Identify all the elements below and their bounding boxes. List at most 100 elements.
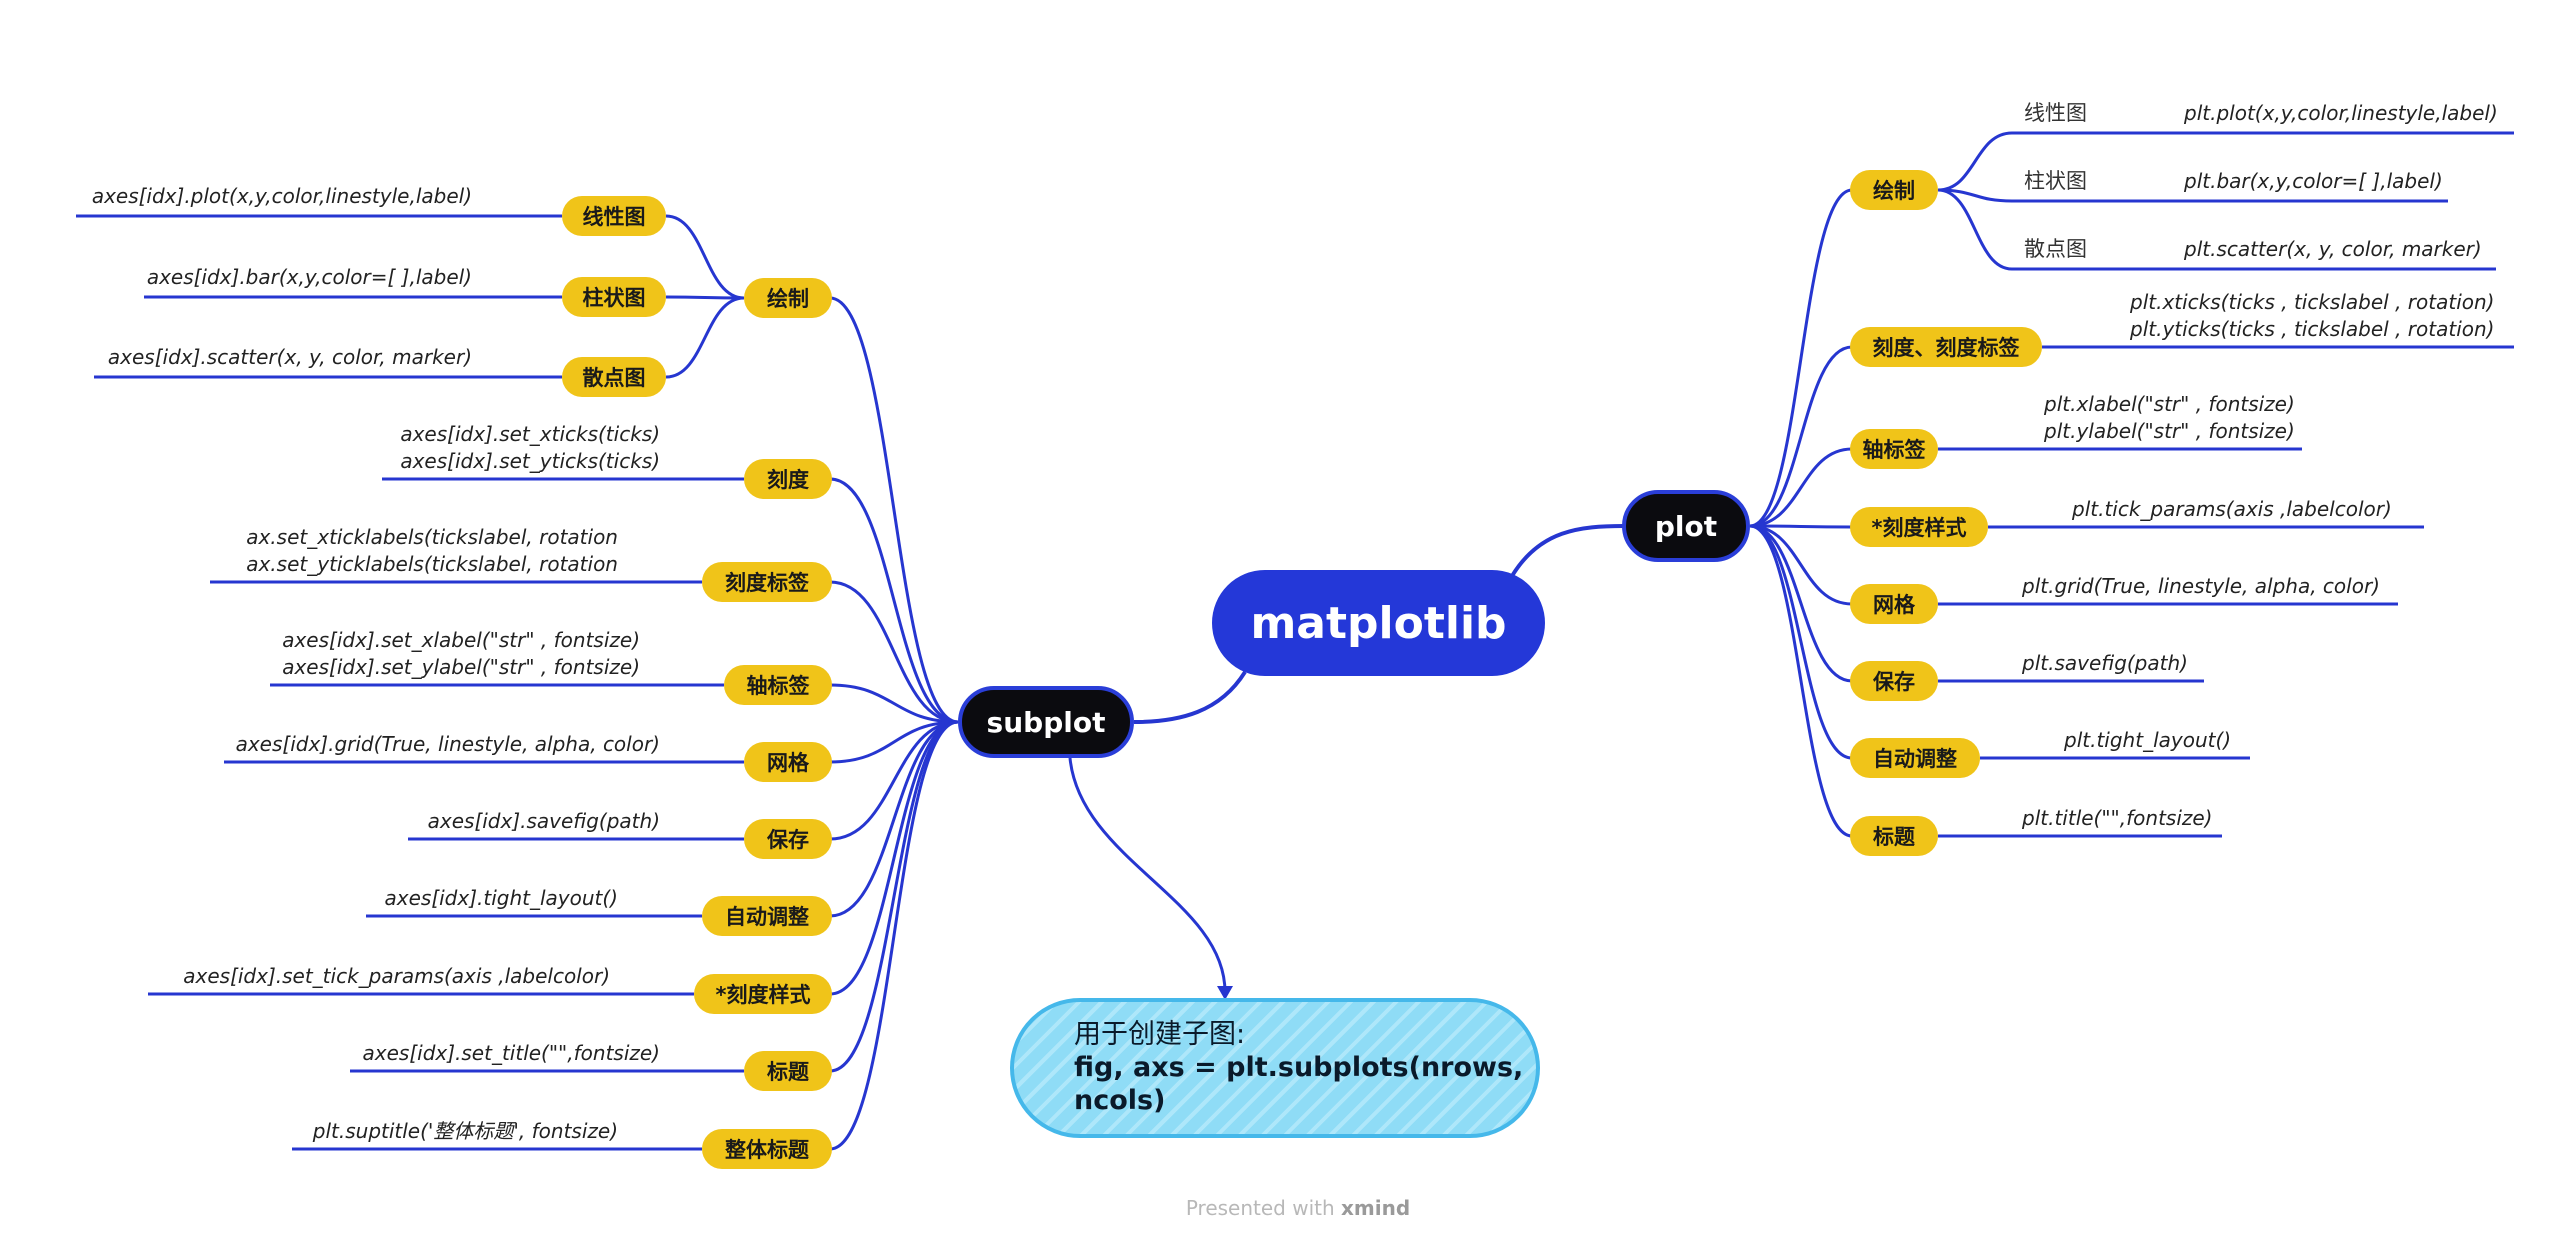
subplot-branch-8-label: 标题 xyxy=(767,1060,809,1084)
subplot-draw-type-0-label: 线性图 xyxy=(582,205,646,229)
plot-branch-1-label: 刻度、刻度标签 xyxy=(1872,336,2020,360)
plot-branch-0-label: 绘制 xyxy=(1873,179,1915,203)
subplot-branch-8[interactable]: 标题 xyxy=(744,1051,832,1091)
connector-line xyxy=(665,295,745,300)
subplot-branch-2-label: 刻度标签 xyxy=(725,571,809,595)
connector-line xyxy=(1749,524,1853,838)
subplot-branch-7-label: *刻度样式 xyxy=(715,983,811,1007)
subplot-draw-type-1[interactable]: 柱状图 xyxy=(562,277,666,317)
plot-code-1-0: plt.xticks(ticks , tickslabel , rotation… xyxy=(2130,290,2495,314)
subplot-draw-code-1: axes[idx].bar(x,y,color=[ ],label) xyxy=(146,265,472,289)
plot-code-5-0: plt.savefig(path) xyxy=(2022,651,2188,675)
plot-code-7-0: plt.title("",fontsize) xyxy=(2022,806,2213,830)
plot-code-6-0: plt.tight_layout() xyxy=(2064,728,2232,752)
plot-code-4-0: plt.grid(True, linestyle, alpha, color) xyxy=(2022,574,2380,598)
plot-code-1-1: plt.yticks(ticks , tickslabel , rotation… xyxy=(2130,317,2495,341)
plot-draw-code-1: plt.bar(x,y,color=[ ],label) xyxy=(2184,169,2443,193)
connector-line xyxy=(829,720,959,1151)
connector-line xyxy=(1133,670,1247,724)
note-line-3: ncols) xyxy=(1074,1085,1166,1116)
plot-branch-6-label: 自动调整 xyxy=(1873,747,1957,771)
connector-line xyxy=(829,720,959,918)
subplot-draw-type-2[interactable]: 散点图 xyxy=(562,357,666,397)
plot-branch-4[interactable]: 网格 xyxy=(1850,584,1938,624)
plot-branch-1[interactable]: 刻度、刻度标签 xyxy=(1850,327,2042,367)
note-line-2: fig, axs = plt.subplots(nrows, xyxy=(1074,1052,1524,1083)
plot-draw-label-2: 散点图 xyxy=(2024,237,2087,261)
connector-line xyxy=(1749,524,1853,606)
connector-line xyxy=(829,720,959,1073)
subplot-code-5-0: axes[idx].savefig(path) xyxy=(427,809,660,833)
subplot-code-8-0: axes[idx].set_title("",fontsize) xyxy=(362,1041,660,1065)
plot-branch-3[interactable]: *刻度样式 xyxy=(1850,507,1988,547)
subplot-branch-6[interactable]: 自动调整 xyxy=(702,896,832,936)
connector-line xyxy=(829,477,959,724)
subplot-code-2-0: ax.set_xticklabels(tickslabel, rotation xyxy=(246,525,618,549)
plot-code-3-0: plt.tick_params(axis ,labelcolor) xyxy=(2072,497,2392,521)
connector-line xyxy=(1749,188,1853,528)
connector-line xyxy=(1937,188,2013,271)
plot-draw-label-1: 柱状图 xyxy=(2024,169,2087,193)
subplot-code-3-0: axes[idx].set_xlabel("str" , fontsize) xyxy=(282,628,640,652)
root-node[interactable]: matplotlib xyxy=(1212,570,1545,676)
subplot-branch-4[interactable]: 网格 xyxy=(744,742,832,782)
plot-branch-5-label: 保存 xyxy=(1873,670,1915,694)
connector-line xyxy=(665,296,745,379)
subplot-draw-code-2: axes[idx].scatter(x, y, color, marker) xyxy=(107,345,472,369)
connector-line xyxy=(1937,188,2013,203)
subplot-code-2-1: ax.set_yticklabels(tickslabel, rotation xyxy=(246,552,618,576)
subplot-branch-5[interactable]: 保存 xyxy=(744,819,832,859)
subplot-branch-3-label: 轴标签 xyxy=(746,674,810,698)
subplot-branch-0[interactable]: 绘制 xyxy=(744,278,832,318)
plot-code-2-1: plt.ylabel("str" , fontsize) xyxy=(2044,419,2295,443)
subplot-code-1-1: axes[idx].set_yticks(ticks) xyxy=(400,449,660,473)
subplot-branch-1[interactable]: 刻度 xyxy=(744,459,832,499)
footer-brand: xmind xyxy=(1341,1196,1411,1220)
subplot-note[interactable]: 用于创建子图: fig, axs = plt.subplots(nrows, n… xyxy=(1010,998,1540,1138)
subplot-node[interactable]: subplot xyxy=(958,686,1134,758)
subplot-branch-9-label: 整体标题 xyxy=(725,1138,809,1162)
subplot-code-4-0: axes[idx].grid(True, linestyle, alpha, c… xyxy=(235,732,660,756)
connector-line xyxy=(1510,524,1625,578)
plot-node[interactable]: plot xyxy=(1622,490,1750,562)
subplot-label: subplot xyxy=(986,705,1106,739)
subplot-branch-5-label: 保存 xyxy=(767,828,809,852)
footer-prefix: Presented with xyxy=(1185,1196,1335,1220)
subplot-code-9-0: plt.suptitle('整体标题', fontsize) xyxy=(312,1119,618,1143)
connector-line xyxy=(1749,524,1853,529)
plot-code-2-0: plt.xlabel("str" , fontsize) xyxy=(2044,392,2295,416)
connector-line xyxy=(829,683,959,724)
connector-line xyxy=(829,580,959,724)
plot-draw-code-0: plt.plot(x,y,color,linestyle,label) xyxy=(2184,101,2498,125)
connector-line xyxy=(829,296,959,724)
subplot-branch-6-label: 自动调整 xyxy=(725,905,809,929)
subplot-branch-9[interactable]: 整体标题 xyxy=(702,1129,832,1169)
plot-branch-0[interactable]: 绘制 xyxy=(1850,170,1938,210)
plot-draw-label-0: 线性图 xyxy=(2024,101,2087,125)
subplot-branch-2[interactable]: 刻度标签 xyxy=(702,562,832,602)
subplot-draw-code-0: axes[idx].plot(x,y,color,linestyle,label… xyxy=(91,184,472,208)
plot-branch-7[interactable]: 标题 xyxy=(1850,816,1938,856)
subplot-draw-type-1-label: 柱状图 xyxy=(582,286,646,310)
subplot-branch-7[interactable]: *刻度样式 xyxy=(694,974,832,1014)
subplot-branch-4-label: 网格 xyxy=(767,751,809,775)
arrow-head-icon xyxy=(1217,986,1233,1000)
connector-line xyxy=(1068,757,1227,993)
plot-branch-5[interactable]: 保存 xyxy=(1850,661,1938,701)
subplot-code-6-0: axes[idx].tight_layout() xyxy=(384,886,619,910)
subplot-branch-0-label: 绘制 xyxy=(767,287,809,311)
subplot-branch-3[interactable]: 轴标签 xyxy=(724,665,832,705)
footer-credit: Presented with xmind xyxy=(1185,1196,1411,1220)
connector-line xyxy=(1749,524,1853,760)
subplot-branch-1-label: 刻度 xyxy=(767,468,809,492)
subplot-draw-type-0[interactable]: 线性图 xyxy=(562,196,666,236)
note-line-1: 用于创建子图: xyxy=(1074,1019,1246,1050)
plot-branch-6[interactable]: 自动调整 xyxy=(1850,738,1980,778)
connector-line xyxy=(1937,131,2013,192)
connector-line xyxy=(829,720,959,841)
plot-branch-2[interactable]: 轴标签 xyxy=(1850,429,1938,469)
connector-line xyxy=(665,214,745,300)
root-label: matplotlib xyxy=(1250,597,1507,649)
